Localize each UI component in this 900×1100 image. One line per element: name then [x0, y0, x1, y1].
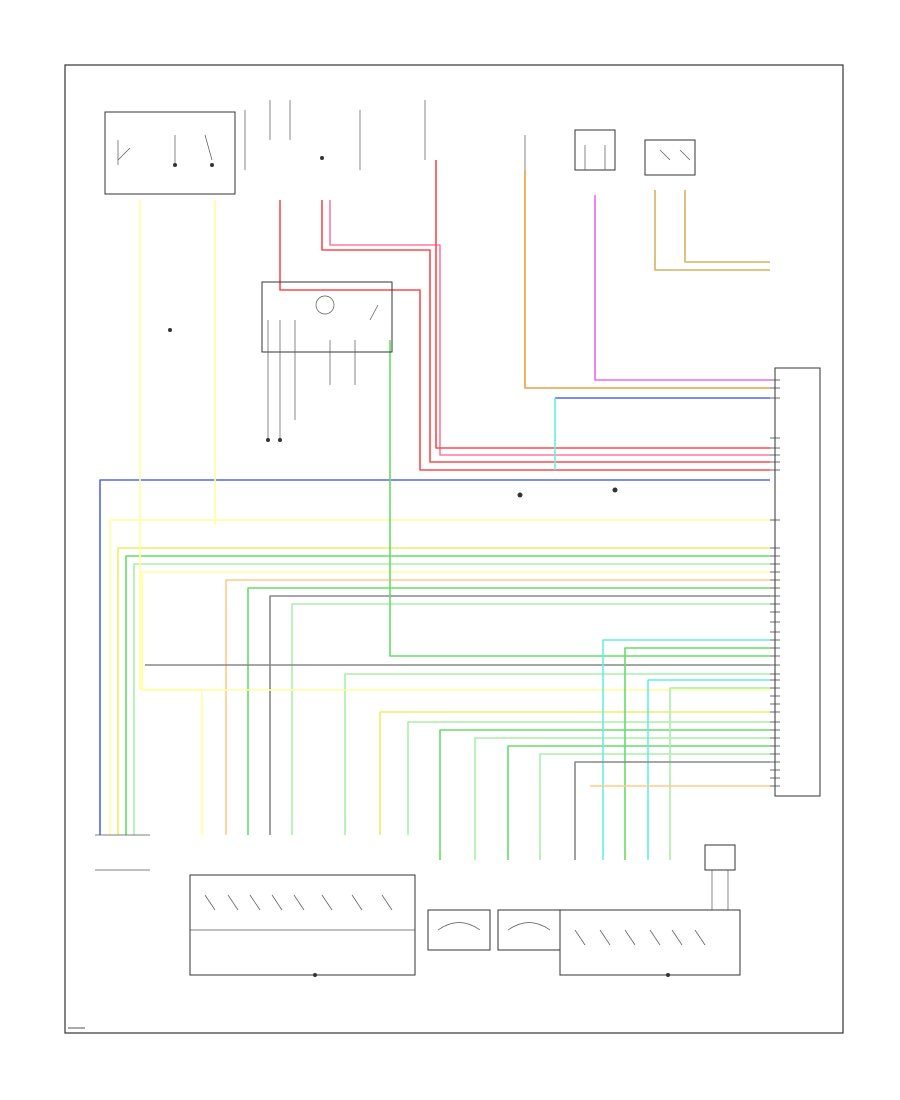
wire-orange-sig	[524, 170, 770, 389]
ground-symbols	[168, 328, 618, 498]
top-right-switch	[644, 139, 696, 176]
main-module-connector	[770, 367, 821, 797]
wire-orange-2	[225, 579, 770, 835]
wire-green-5	[389, 340, 770, 657]
wire-yellow-2	[117, 547, 770, 835]
wire-gray-1	[269, 595, 770, 835]
wire-green-2	[133, 563, 770, 835]
wire-green-7	[407, 721, 770, 835]
wire-tan-1	[654, 190, 770, 271]
wire-gray-3	[574, 761, 770, 860]
wire-green-10	[507, 745, 770, 860]
bottom-right-switch-module	[559, 844, 741, 977]
wire-yellow-5	[379, 711, 770, 835]
wire-yellow-1	[109, 519, 770, 835]
fuse-block	[244, 100, 426, 170]
wire-green-8	[439, 729, 770, 860]
wire-cyan-2	[602, 639, 770, 860]
wire-green-13	[669, 687, 770, 860]
wire-magenta-sig	[594, 195, 770, 381]
bottom-module-b	[497, 909, 561, 951]
wire-pink-feed	[329, 200, 770, 456]
wire-yellow-3	[141, 571, 770, 835]
wire-green-3	[247, 587, 770, 835]
wire-blue-left	[99, 479, 770, 835]
wire-red-ign	[435, 160, 770, 449]
connector-pins	[770, 379, 780, 787]
middle-component	[261, 281, 393, 440]
wire-green-11	[539, 753, 770, 860]
wire-green-1	[125, 555, 770, 835]
wire-cyan-3	[647, 679, 770, 860]
wire-red-feed-1	[279, 200, 770, 471]
bottom-left-connector	[95, 834, 150, 871]
top-sensor	[524, 129, 616, 171]
top-left-switch-assembly	[104, 111, 236, 195]
wire-green-9	[474, 737, 770, 860]
wire-green-4	[291, 603, 770, 835]
wires-layer	[99, 160, 770, 860]
wire-green-12	[624, 647, 770, 860]
bottom-switch-bank	[189, 874, 416, 977]
bottom-module-a	[427, 909, 491, 951]
wire-green-6	[344, 673, 770, 835]
diagram-frame	[64, 64, 844, 1034]
wire-red-feed-2	[321, 200, 770, 463]
wire-tan-2	[684, 190, 770, 263]
